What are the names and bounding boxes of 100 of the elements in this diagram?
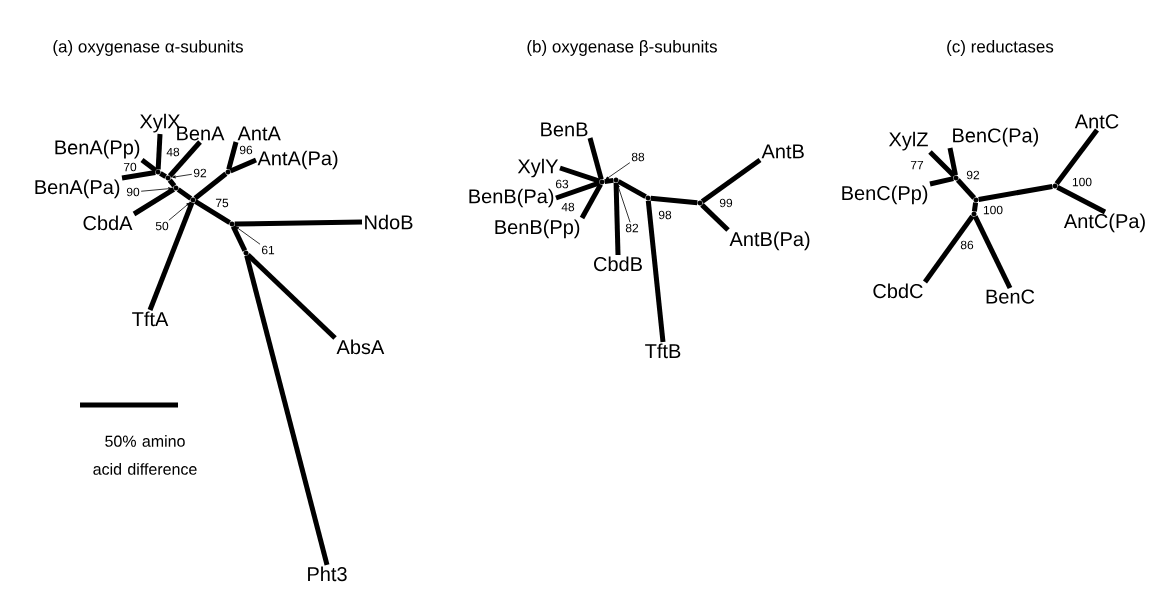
taxon-label: CbdC bbox=[873, 283, 923, 299]
bootstrap-value: 92 bbox=[966, 170, 980, 180]
branch-point bbox=[645, 195, 651, 201]
branch bbox=[226, 141, 239, 171]
leader-arrow bbox=[172, 173, 193, 179]
leader-arrow bbox=[140, 187, 172, 192]
branch bbox=[613, 182, 621, 256]
bootstrap-value: 70 bbox=[123, 162, 137, 172]
bootstrap-value: 50 bbox=[155, 221, 169, 231]
taxon-label: AntB(Pa) bbox=[729, 231, 810, 251]
branch bbox=[193, 171, 228, 201]
branch bbox=[978, 184, 1053, 202]
taxon-label: BenB(Pp) bbox=[495, 219, 580, 239]
branch bbox=[955, 178, 977, 200]
branch bbox=[234, 219, 363, 227]
branch bbox=[587, 137, 604, 181]
taxon-label: BenB(Pa) bbox=[469, 188, 554, 208]
branch-point bbox=[973, 197, 979, 203]
bootstrap-value: 88 bbox=[631, 152, 645, 162]
branch-point bbox=[697, 200, 703, 206]
taxon-label: CbdB bbox=[594, 256, 642, 272]
bootstrap-value: 100 bbox=[983, 205, 1003, 215]
branch bbox=[929, 176, 954, 187]
taxon-label: AntC bbox=[1074, 114, 1119, 129]
bootstrap-value: 63 bbox=[555, 179, 569, 189]
branch bbox=[140, 158, 158, 173]
bootstrap-value: 92 bbox=[193, 168, 207, 178]
bootstrap-value: 99 bbox=[719, 198, 733, 208]
taxon-label: AntA(Pa) bbox=[257, 150, 338, 170]
panel-title: (a) oxygenase α-subunits bbox=[53, 40, 243, 56]
branch bbox=[167, 178, 177, 188]
branch bbox=[230, 225, 248, 252]
taxon-label: XylZ bbox=[888, 131, 928, 151]
taxon-label: TftA bbox=[132, 311, 169, 327]
branch-point bbox=[229, 221, 235, 227]
bootstrap-value: 77 bbox=[910, 160, 924, 170]
taxon-label: BenC bbox=[986, 289, 1035, 304]
taxon-label: NdoB bbox=[365, 214, 413, 230]
branch bbox=[971, 202, 979, 212]
bootstrap-value: 98 bbox=[658, 210, 672, 220]
branch bbox=[947, 147, 958, 176]
bootstrap-value: 48 bbox=[561, 202, 575, 212]
branch bbox=[244, 254, 330, 566]
leader-arrow bbox=[605, 162, 631, 180]
branch bbox=[700, 157, 762, 204]
scale-bar-label: 50% amino acid difference bbox=[93, 435, 197, 475]
taxon-label: AntC(Pa) bbox=[1063, 213, 1145, 233]
taxon-label: BenC(Pp) bbox=[842, 185, 928, 205]
branch bbox=[229, 157, 257, 174]
branch bbox=[579, 183, 603, 220]
taxon-label: TftB bbox=[645, 343, 681, 359]
branch bbox=[246, 253, 337, 340]
branch-point bbox=[155, 169, 161, 175]
branch bbox=[922, 214, 975, 284]
taxon-label: BenC(Pa) bbox=[953, 127, 1039, 147]
branch bbox=[176, 187, 193, 201]
branch bbox=[1054, 128, 1099, 186]
branch bbox=[559, 165, 601, 184]
taxon-label: CbdA bbox=[83, 215, 133, 231]
branch bbox=[645, 200, 666, 343]
taxon-label: Pht3 bbox=[308, 566, 347, 582]
branch bbox=[555, 180, 601, 201]
branch bbox=[155, 133, 163, 170]
taxon-label: AntB bbox=[761, 144, 804, 159]
branch bbox=[972, 215, 1013, 290]
branch bbox=[159, 171, 167, 179]
leader-arrow bbox=[616, 184, 631, 223]
bootstrap-value: 75 bbox=[215, 198, 229, 208]
leader-arrow bbox=[235, 226, 261, 245]
bootstrap-value: 61 bbox=[261, 245, 275, 255]
taxon-label: BenA(Pp) bbox=[55, 139, 140, 159]
branch-point bbox=[599, 179, 605, 185]
branch bbox=[617, 179, 647, 199]
branch-point bbox=[953, 175, 959, 181]
taxon-label: BenA(Pa) bbox=[35, 179, 120, 199]
bootstrap-value: 96 bbox=[239, 145, 253, 155]
bootstrap-value: 86 bbox=[960, 240, 974, 250]
branch bbox=[928, 150, 956, 178]
taxon-label: AbsA bbox=[336, 339, 385, 355]
branch-point bbox=[1052, 183, 1058, 189]
branch bbox=[194, 199, 231, 225]
branch bbox=[167, 140, 202, 178]
branch-point bbox=[971, 211, 977, 217]
branch bbox=[1056, 185, 1107, 215]
bootstrap-value: 90 bbox=[126, 187, 140, 197]
branch bbox=[132, 187, 176, 217]
bootstrap-value: 48 bbox=[166, 147, 180, 157]
branch bbox=[121, 169, 156, 181]
branch bbox=[147, 201, 195, 311]
branch bbox=[650, 195, 698, 206]
bootstrap-value: 82 bbox=[625, 223, 639, 233]
taxon-label: AntA bbox=[237, 126, 281, 141]
bootstrap-value: 100 bbox=[1072, 177, 1092, 187]
taxon-label: BenB bbox=[541, 122, 588, 137]
taxon-label: XylY bbox=[517, 158, 559, 178]
leader-arrow bbox=[168, 202, 190, 221]
branch bbox=[700, 203, 730, 232]
branch-point bbox=[243, 250, 249, 256]
branch-point bbox=[225, 169, 231, 175]
branch-point bbox=[190, 197, 196, 203]
